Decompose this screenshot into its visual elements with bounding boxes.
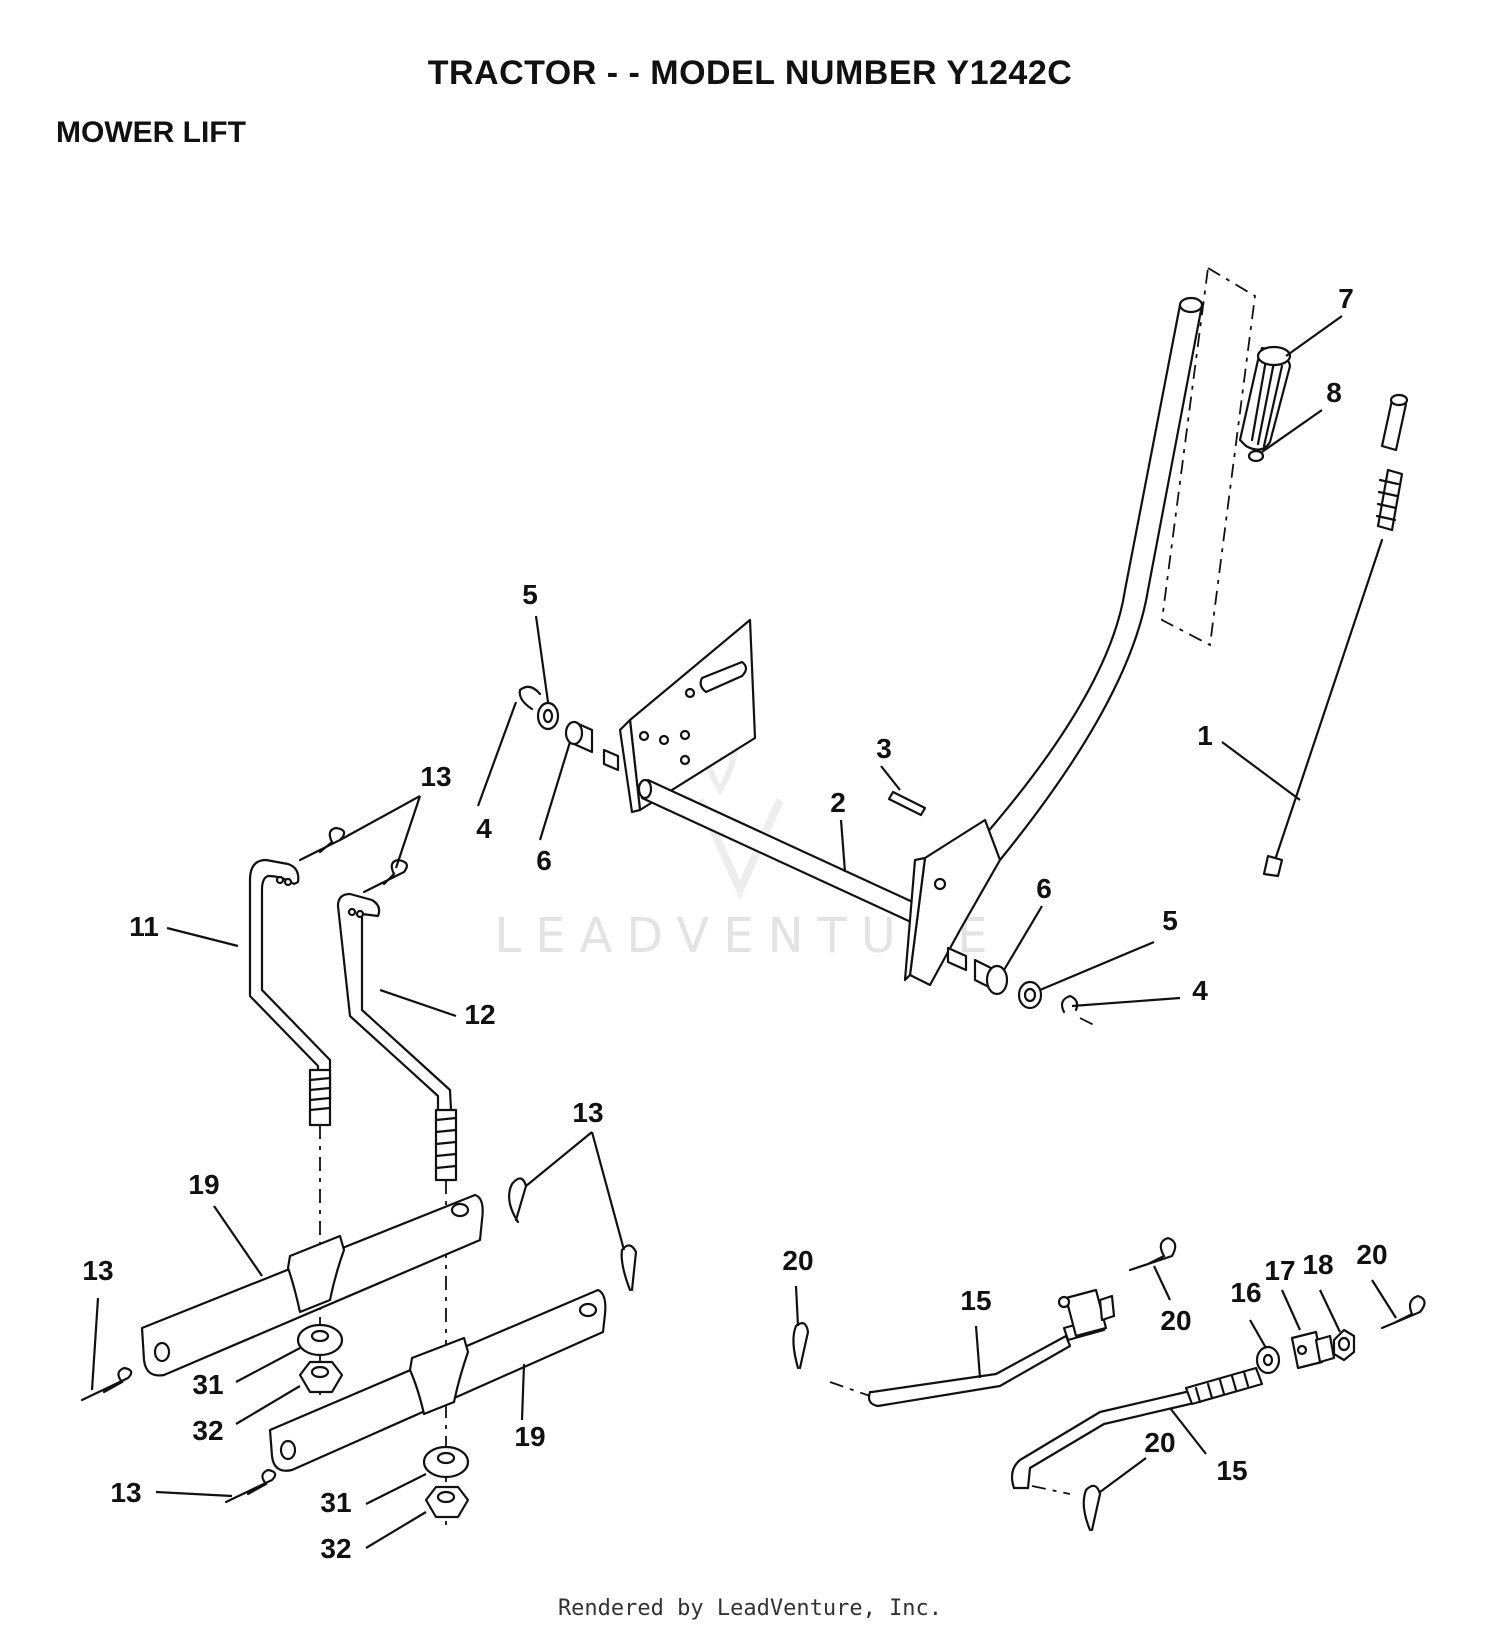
callout-4-right: 4 [1192, 975, 1208, 1006]
roll-pin [887, 790, 927, 817]
callout-32-upper: 32 [192, 1415, 223, 1446]
callout-5-right: 5 [1162, 905, 1178, 936]
bushing-31-upper [296, 1323, 344, 1357]
mounting-plate [618, 618, 757, 814]
leader-lines [90, 315, 1397, 1549]
callout-20-left: 20 [782, 1245, 813, 1276]
callout-20-lower: 20 [1144, 1427, 1175, 1458]
section-title: MOWER LIFT [56, 116, 246, 149]
hairpin-20-left [792, 1322, 810, 1370]
callout-3: 3 [876, 733, 892, 764]
callout-1: 1 [1197, 720, 1213, 751]
hairpin-mid-2 [620, 1244, 638, 1292]
callout-20-right: 20 [1356, 1239, 1387, 1270]
hairpin-mid-1 [507, 1177, 528, 1224]
bushing-left [564, 720, 594, 754]
hairpin-left-2 [224, 1468, 277, 1504]
e-clip-left [518, 685, 542, 711]
trunnion-17 [1290, 1330, 1336, 1370]
callout-13-top: 13 [420, 761, 451, 792]
nut-32-lower [424, 1485, 470, 1519]
callout-5-left: 5 [522, 579, 538, 610]
lift-link-upper-15 [867, 1288, 1116, 1408]
callout-18: 18 [1302, 1249, 1333, 1280]
hairpin-20-upper [1128, 1236, 1177, 1272]
e-clip-right [1060, 994, 1079, 1014]
nut-32-upper [298, 1360, 344, 1394]
callout-13-mid: 13 [572, 1097, 603, 1128]
footer-credit: Rendered by LeadVenture, Inc. [557, 1596, 943, 1621]
callout-6-left: 6 [536, 845, 552, 876]
lift-link-lower-15 [1010, 1366, 1264, 1490]
callout-4-left: 4 [476, 813, 492, 844]
callout-7: 7 [1338, 283, 1354, 314]
callout-19-upper: 19 [188, 1169, 219, 1200]
callout-31-upper: 31 [192, 1369, 223, 1400]
callout-19-lower: 19 [514, 1421, 545, 1452]
callout-11: 11 [129, 911, 159, 942]
hairpin-20-lower [1082, 1484, 1102, 1532]
grip [1238, 345, 1292, 451]
callout-32-lower: 32 [320, 1533, 351, 1564]
hairpin-top-2 [362, 858, 408, 894]
hairpin-left-1 [80, 1366, 133, 1402]
callout-31-lower: 31 [320, 1487, 351, 1518]
lift-link-right [336, 892, 458, 1182]
lift-lever [983, 296, 1204, 862]
callout-6-right: 6 [1036, 873, 1052, 904]
lift-link-left [248, 858, 332, 1127]
callout-13-left: 13 [82, 1255, 113, 1286]
nut-18 [1332, 1328, 1356, 1362]
lift-arm-upper [140, 1193, 484, 1377]
lift-arm-lower [268, 1288, 607, 1472]
callout-13-bottom: 13 [110, 1477, 141, 1508]
callout-12: 12 [464, 999, 495, 1030]
lift-shaft [637, 778, 932, 930]
bushing-right [973, 958, 1009, 996]
callout-15-upper: 15 [960, 1285, 991, 1316]
hairpin-top-1 [298, 826, 346, 862]
handle-outline [1161, 266, 1256, 647]
bushing-31-lower [422, 1445, 470, 1479]
callout-15-lower: 15 [1216, 1455, 1247, 1486]
callout-8: 8 [1326, 377, 1342, 408]
callout-20-upper: 20 [1160, 1305, 1191, 1336]
page-title: TRACTOR - - MODEL NUMBER Y1242C [427, 54, 1073, 92]
lever-bracket [903, 818, 1002, 987]
lift-assist-rod [1262, 393, 1409, 878]
callout-2: 2 [830, 787, 846, 818]
callouts: 7 8 1 3 2 5 4 6 6 5 4 13 11 12 13 19 13 … [82, 283, 1387, 1564]
hairpin-20-right [1380, 1294, 1426, 1330]
push-button [1247, 449, 1265, 463]
callout-17: 17 [1264, 1255, 1295, 1286]
callout-16: 16 [1230, 1277, 1261, 1308]
